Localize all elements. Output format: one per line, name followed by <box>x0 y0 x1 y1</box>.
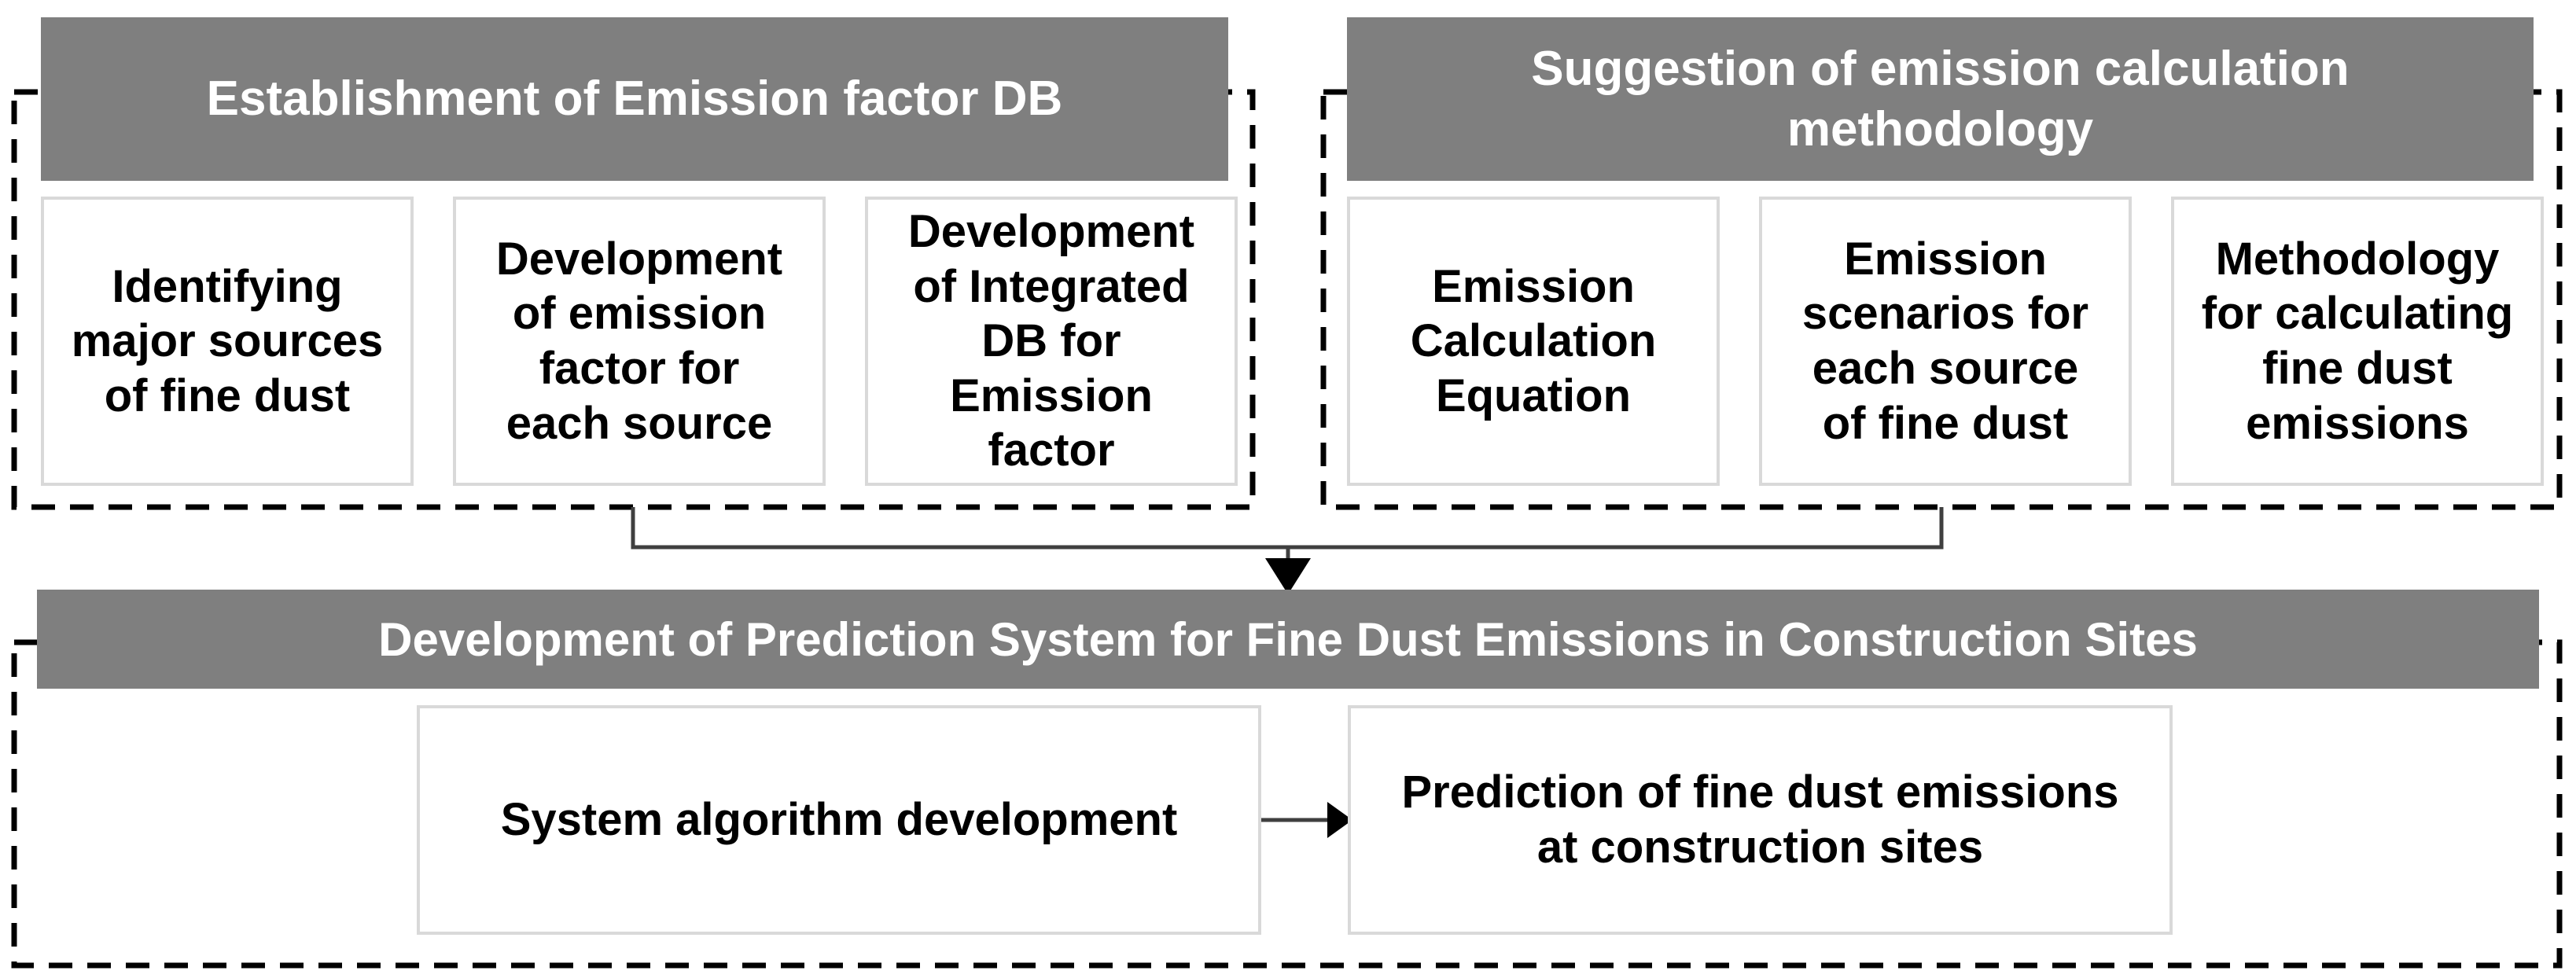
task-box-emission-factor-development: Development of emission factor for each … <box>453 197 826 486</box>
prediction-system-group-border <box>11 639 2563 969</box>
task-box-system-algorithm-development: System algorithm development <box>417 705 1261 935</box>
task-box-integrated-db-development: Development of Integrated DB for Emissio… <box>865 197 1238 486</box>
merge-arrow-icon <box>1265 558 1311 594</box>
task-box-emission-scenarios: Emission scenarios for each source of fi… <box>1759 197 2132 486</box>
task-box-fine-dust-prediction: Prediction of fine dust emissions at con… <box>1348 705 2173 935</box>
merge-connector-line <box>631 507 1944 550</box>
section-title-calculation-methodology: Suggestion of emission calculation metho… <box>1347 17 2534 181</box>
task-box-identifying-major-sources: Identifying major sources of fine dust <box>41 197 414 486</box>
section-title-emission-factor-db: Establishment of Emission factor DB <box>41 17 1228 181</box>
task-box-calculation-methodology: Methodology for calculating fine dust em… <box>2171 197 2544 486</box>
flow-arrow-icon <box>1327 802 1352 838</box>
task-box-emission-calculation-equation: Emission Calculation Equation <box>1347 197 1720 486</box>
section-title-prediction-system: Development of Prediction System for Fin… <box>37 590 2539 689</box>
